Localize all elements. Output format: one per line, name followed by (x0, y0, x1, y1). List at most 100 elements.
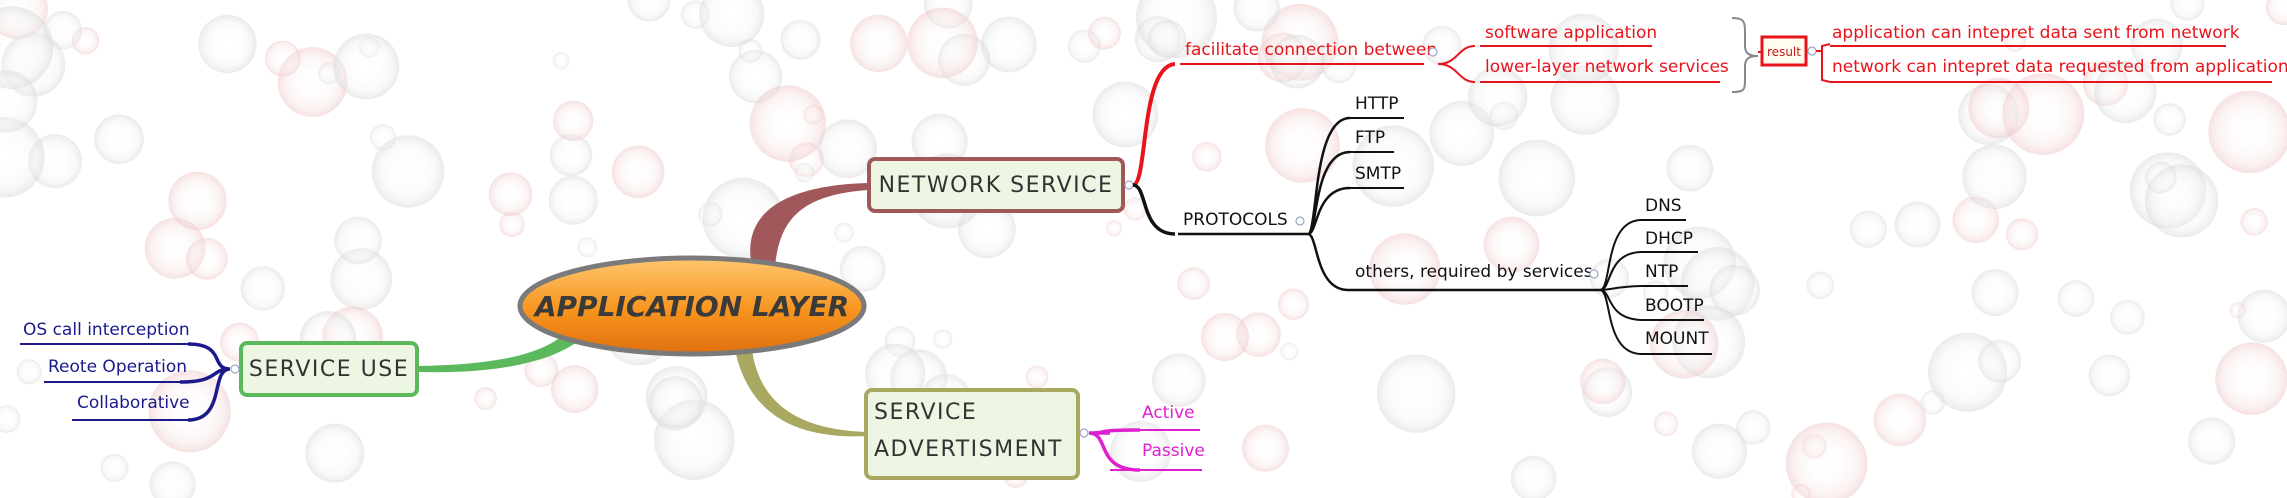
background-bubble (371, 135, 445, 208)
background-bubble (2057, 280, 2095, 317)
background-bubble (933, 329, 953, 349)
connector-network-service (750, 183, 868, 266)
background-bubble (0, 117, 45, 198)
background-bubble (1550, 65, 1620, 135)
background-bubble (334, 216, 382, 265)
background-bubble (2188, 417, 2236, 465)
others-item-dhcp: DHCP (1645, 229, 1693, 249)
connector-advert-items (1088, 428, 1141, 472)
background-bubble (1498, 139, 1576, 217)
background-bubble (1962, 144, 2027, 209)
background-bubble (305, 423, 365, 483)
background-bubble (149, 461, 196, 498)
background-bubble (369, 124, 396, 151)
background-bubble (1968, 77, 2030, 139)
background-bubble (330, 248, 393, 310)
service-advertisment-label-line2: ADVERTISMENT (874, 437, 1063, 462)
background-bubble (1785, 422, 1868, 498)
result-item-1: application can intepret data sent from … (1832, 23, 2240, 43)
protocols-label: PROTOCOLS (1183, 210, 1288, 230)
background-bubble (0, 6, 54, 89)
background-bubble (1152, 353, 1206, 408)
background-bubble (1277, 288, 1310, 320)
background-bubble (1791, 484, 1811, 498)
background-bubble (2094, 61, 2157, 123)
background-bubble (1242, 424, 1289, 472)
background-bubble (698, 202, 723, 227)
advert-item-active: Active (1142, 403, 1195, 423)
background-bubble (551, 365, 599, 413)
background-bubble (1192, 142, 1222, 172)
background-bubble (839, 246, 886, 292)
background-bubble (488, 172, 533, 216)
connector-results (1816, 43, 1831, 83)
background-bubble (1280, 342, 1299, 361)
background-bubble (16, 359, 42, 385)
others-label: others, required by services (1355, 262, 1593, 282)
network-service-collapse-icon[interactable] (1124, 180, 1134, 190)
background-bubble (1666, 144, 1714, 192)
service-use-collapse-icon[interactable] (230, 364, 240, 374)
background-bubble (2145, 161, 2177, 194)
background-bubble (474, 387, 497, 410)
background-bubble (100, 453, 129, 482)
background-bubble (834, 222, 854, 243)
background-bubble (2208, 90, 2287, 173)
network-service-node[interactable]: NETWORK SERVICE (867, 157, 1125, 213)
background-bubble (2153, 103, 2186, 136)
root-node[interactable]: APPLICATION LAYER (517, 255, 867, 357)
protocols-collapse-icon[interactable] (1295, 216, 1305, 226)
background-bubble (94, 114, 144, 164)
background-bubble (648, 376, 703, 431)
background-bubble (729, 49, 783, 104)
service-use-item-2: Reote Operation (48, 357, 187, 377)
result-box[interactable]: result (1760, 35, 1808, 67)
background-bubble (1483, 216, 1540, 273)
background-bubble (1236, 312, 1281, 357)
background-bubble (738, 39, 763, 63)
service-use-node[interactable]: SERVICE USE (239, 341, 419, 397)
background-bubble (1978, 339, 2022, 383)
facilitate-collapse-icon[interactable] (1428, 47, 1438, 57)
background-bubble (186, 237, 228, 280)
service-advertisment-collapse-icon[interactable] (1079, 428, 1089, 438)
background-bubble (1691, 423, 1747, 479)
background-bubble (549, 134, 593, 177)
background-bubble (699, 0, 765, 47)
background-bubble (1270, 34, 1324, 89)
background-bubble (2110, 299, 2145, 335)
others-item-ntp: NTP (1645, 262, 1678, 282)
facilitate-label: facilitate connection between (1185, 40, 1437, 60)
background-bubble (1088, 16, 1121, 50)
background-bubble (980, 16, 1037, 73)
background-bubble (611, 145, 665, 199)
background-bubble (907, 7, 978, 79)
background-bubble (333, 33, 400, 100)
service-advertisment-node[interactable]: SERVICE ADVERTISMENT (864, 388, 1080, 480)
background-bubble (1580, 358, 1626, 404)
others-collapse-icon[interactable] (1589, 269, 1599, 279)
summary-brace-icon (1731, 17, 1759, 93)
background-bubble (577, 237, 598, 258)
background-bubble (168, 171, 227, 231)
others-item-dns: DNS (1645, 196, 1682, 216)
background-bubble (1709, 265, 1761, 316)
background-bubble (553, 100, 594, 141)
result-label: result (1767, 45, 1801, 59)
background-bubble (794, 163, 815, 183)
background-bubble (240, 266, 286, 311)
service-use-item-3: Collaborative (77, 393, 190, 413)
background-bubble (2215, 342, 2287, 415)
result-item-2: network can intepret data requested from… (1832, 57, 2287, 77)
connector-service-use (418, 333, 580, 373)
protocol-item-http: HTTP (1355, 94, 1399, 114)
background-bubble (552, 52, 570, 70)
background-bubble (1920, 390, 1945, 415)
result-collapse-icon[interactable] (1807, 46, 1817, 56)
background-bubble (2088, 354, 2131, 397)
background-bubble (1653, 411, 1679, 437)
background-bubble (1736, 410, 1771, 445)
connector-protocols (1132, 183, 1176, 236)
service-use-label: SERVICE USE (249, 357, 409, 382)
connector-facilitate (1132, 62, 1176, 187)
